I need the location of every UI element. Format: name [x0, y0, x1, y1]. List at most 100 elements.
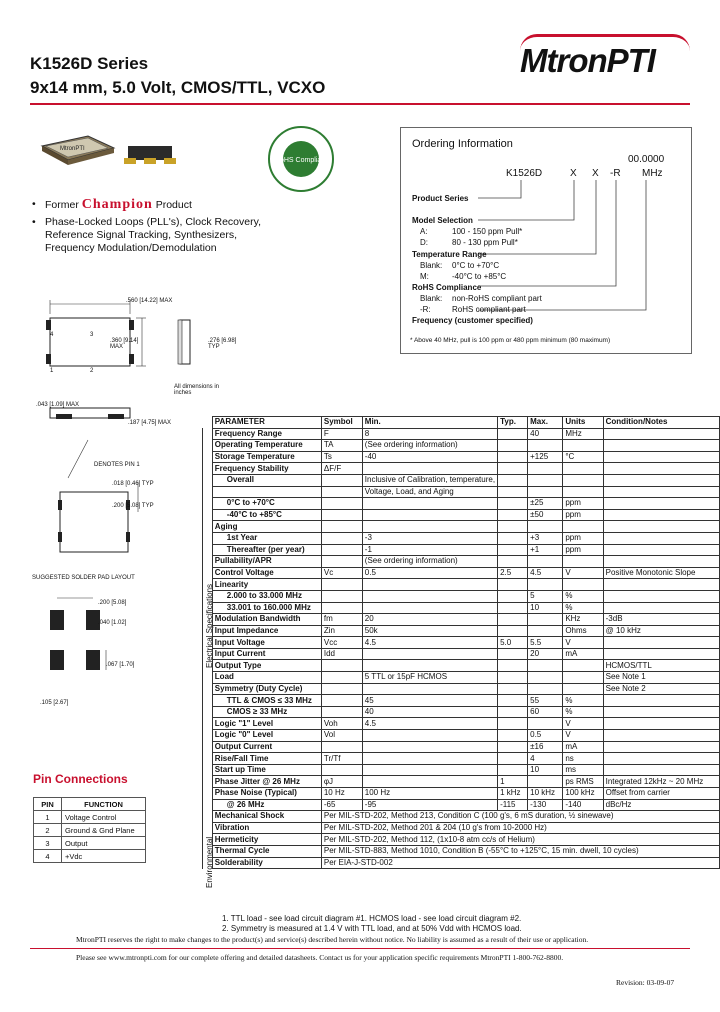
revision: Revision: 03-09-07: [616, 978, 675, 987]
spec-header-cell: Condition/Notes: [602, 416, 720, 429]
pin-connections-title: Pin Connections: [33, 772, 128, 786]
spec-cell: 10: [527, 601, 564, 615]
spec-cell: [361, 578, 499, 591]
spec-cell: mA: [562, 647, 604, 661]
spec-side-cell: [202, 544, 213, 556]
spec-cell: ±25: [527, 497, 564, 510]
pin-number: 3: [33, 836, 62, 850]
spec-cell: 20: [361, 613, 499, 626]
spec-cell: [361, 740, 499, 754]
spec-cell: [602, 462, 720, 475]
spec-cell: [361, 601, 499, 615]
pin-number: 1: [33, 810, 62, 824]
spec-cell: -65: [320, 798, 363, 812]
spec-cell: [527, 775, 564, 788]
spec-side-cell: [202, 439, 213, 452]
spec-cell: [361, 647, 499, 661]
ordering-m: M:: [420, 272, 429, 281]
spec-cell: 10 Hz: [320, 787, 363, 800]
spec-cell: [497, 763, 529, 777]
dim-height: .187 [4.75] MAX: [128, 420, 172, 426]
spec-cell: [320, 763, 363, 777]
spec-side-cell: [202, 462, 213, 475]
spec-cell: [602, 555, 720, 568]
spec-side-cell: [202, 428, 213, 440]
spec-cell: [361, 682, 499, 696]
spec-cell: [497, 624, 529, 638]
spec-cell: °C: [562, 450, 604, 464]
spec-header-cell: Typ.: [497, 416, 529, 429]
spec-side-cell: [202, 578, 213, 591]
spec-side-cell: [202, 787, 213, 800]
spec-row: Voltage, Load, and Aging: [202, 485, 720, 499]
spec-cell: %: [562, 705, 604, 719]
spec-cell: Offset from carrier: [602, 787, 720, 800]
spec-cell: [497, 508, 529, 522]
spec-cell: 40: [527, 427, 564, 441]
spec-cell: [497, 740, 529, 754]
rohs-badge-text: RoHS Compliant: [275, 157, 327, 164]
spec-cell: [527, 717, 564, 731]
series-title: K1526D Series: [30, 54, 149, 73]
spec-row: Pullability/APR(See ordering information…: [202, 555, 720, 568]
spec-cell: Overall: [211, 473, 322, 487]
spec-cell: [320, 543, 363, 557]
spec-side-cell: [202, 509, 213, 521]
spec-cell: mA: [562, 740, 604, 754]
env-param-cell: Thermal Cycle: [211, 844, 322, 858]
pin-header-cell: PIN: [33, 797, 62, 811]
spec-cell: [562, 578, 604, 591]
spec-cell: 1: [497, 775, 529, 788]
pin-label-4: 4: [50, 332, 54, 338]
spec-cell: -3dB: [602, 613, 720, 626]
package-label: MtronPTI: [60, 146, 85, 152]
spec-cell: Symmetry (Duty Cycle): [211, 682, 322, 696]
spec-cell: [602, 520, 720, 533]
feature-list: Former Champion Product Phase-Locked Loo…: [30, 198, 280, 259]
spec-cell: [320, 508, 363, 522]
solder-dim-067: .067 [1.70]: [106, 662, 135, 668]
spec-cell: Zin: [320, 624, 363, 638]
dim-pin1: DENOTES PIN 1: [94, 462, 140, 468]
spec-cell: [497, 497, 529, 510]
spec-side-cell: [202, 602, 213, 614]
spec-cell: [527, 671, 564, 684]
spec-cell: Start up Time: [211, 763, 322, 777]
spec-cell: [320, 601, 363, 615]
champion-logo: Champion: [81, 197, 153, 212]
spec-cell: [602, 763, 720, 777]
spec-cell: (See ordering information): [361, 439, 499, 452]
dim-length: .560 [14.22] MAX: [126, 298, 173, 304]
spec-side-cell: [203, 417, 213, 429]
spec-side-cell: [202, 775, 213, 788]
package-side-image: [120, 140, 180, 170]
dim-200: .200 [5.08] TYP: [112, 503, 154, 509]
solder-dim-040: .040 [1.02]: [98, 620, 127, 626]
dim-width: .360 [9.14] MAX: [110, 338, 139, 350]
spec-cell: See Note 2: [602, 682, 720, 696]
spec-cell: [527, 520, 564, 533]
ordering-rohs-blank: Blank:: [420, 294, 443, 303]
spec-side-cell: [202, 752, 213, 765]
ordering-leader-lines: [478, 180, 647, 311]
spec-cell: 5 TTL or 15pF HCMOS: [361, 671, 499, 684]
spec-cell: [562, 682, 604, 696]
spec-cell: [527, 462, 564, 475]
pin-row: 4+Vdc: [33, 849, 146, 863]
env-value-cell: Per MIL-STD-202, Method 201 & 204 (10 g'…: [320, 821, 720, 835]
spec-side-cell: [202, 717, 213, 730]
spec-cell: 1st Year: [211, 531, 322, 545]
spec-cell: +1: [527, 543, 564, 557]
spec-cell: dBc/Hz: [602, 798, 720, 812]
spec-cell: HCMOS/TTL: [602, 659, 720, 673]
